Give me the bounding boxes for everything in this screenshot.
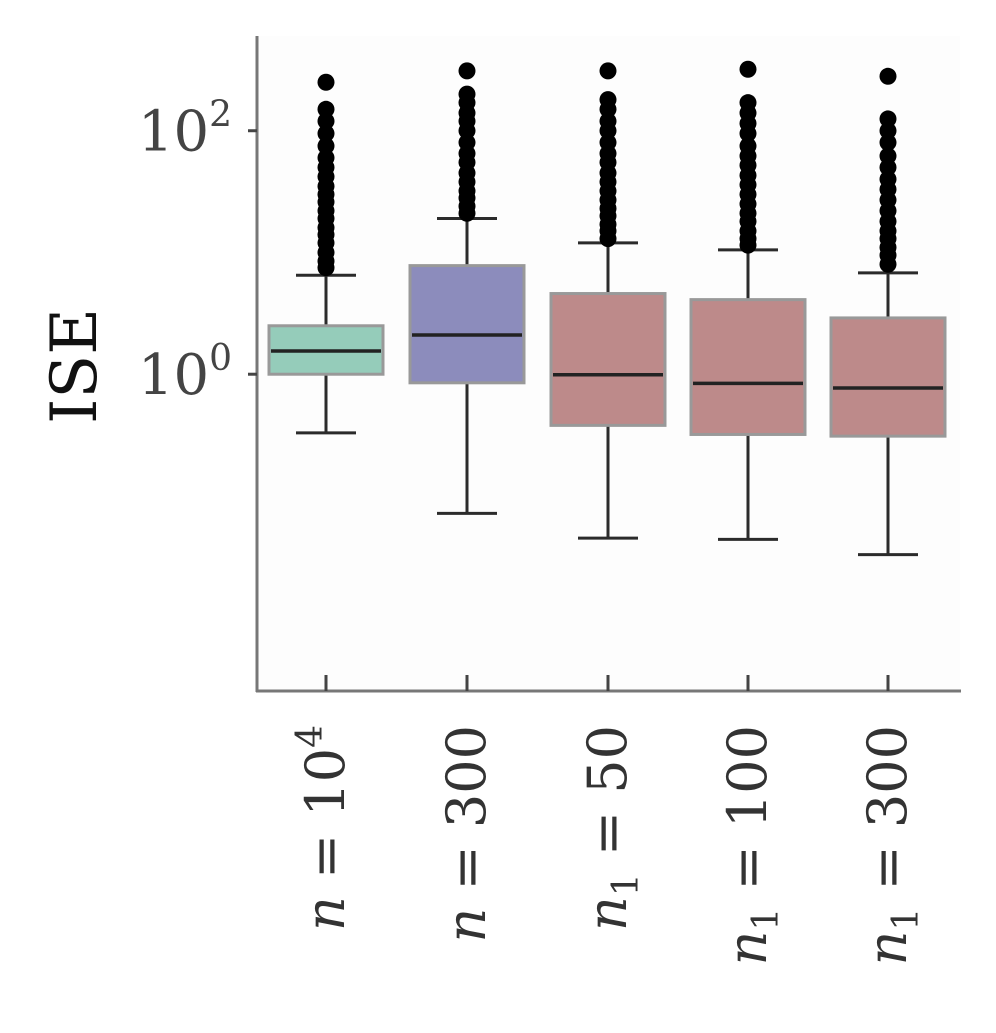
y-tick-label: 100	[138, 338, 232, 408]
outlier-point	[317, 73, 335, 91]
outlier-point	[739, 94, 757, 112]
outlier-point	[317, 112, 335, 130]
outlier-point	[317, 149, 335, 167]
x-tick-label: n = 104	[290, 725, 357, 931]
outlier-point	[739, 137, 757, 155]
iqr-box	[829, 316, 947, 438]
outlier-point	[599, 134, 617, 152]
y-ticks: 100 102	[138, 95, 257, 408]
outlier-point	[879, 122, 897, 140]
box-group-3	[549, 241, 667, 540]
outlier-point	[458, 62, 476, 80]
iqr-box	[408, 264, 526, 385]
outlier-point	[739, 60, 757, 78]
y-axis-label: ISE	[38, 308, 112, 424]
x-tick-label: n = 300	[435, 725, 498, 942]
x-ticks: n = 104 n = 300 n1 = 50 n1 = 100 n1 = 300	[290, 675, 927, 965]
outlier-point	[458, 134, 476, 152]
outlier-point	[317, 137, 335, 155]
x-tick-label: n1 = 100	[716, 725, 787, 965]
y-tick-label: 102	[138, 95, 232, 165]
outlier-point	[599, 91, 617, 109]
outlier-point	[879, 170, 897, 188]
outlier-point	[599, 62, 617, 80]
outlier-point	[317, 100, 335, 118]
iqr-box	[549, 292, 667, 427]
box-group-4	[689, 248, 807, 541]
outlier-point	[317, 124, 335, 142]
x-tick-label: n1 = 50	[576, 725, 647, 931]
box-group-2	[408, 217, 526, 515]
box-group-1	[267, 273, 385, 435]
outlier-point	[879, 147, 897, 165]
iqr-box	[689, 298, 807, 436]
outlier-point	[458, 85, 476, 103]
outlier-point	[879, 67, 897, 85]
outlier-point	[879, 134, 897, 152]
boxes-layer	[267, 217, 947, 557]
box-group-5	[829, 271, 947, 557]
outlier-point	[879, 110, 897, 128]
outliers-layer	[317, 60, 897, 277]
outlier-point	[599, 112, 617, 130]
x-tick-label: n1 = 300	[856, 725, 927, 965]
